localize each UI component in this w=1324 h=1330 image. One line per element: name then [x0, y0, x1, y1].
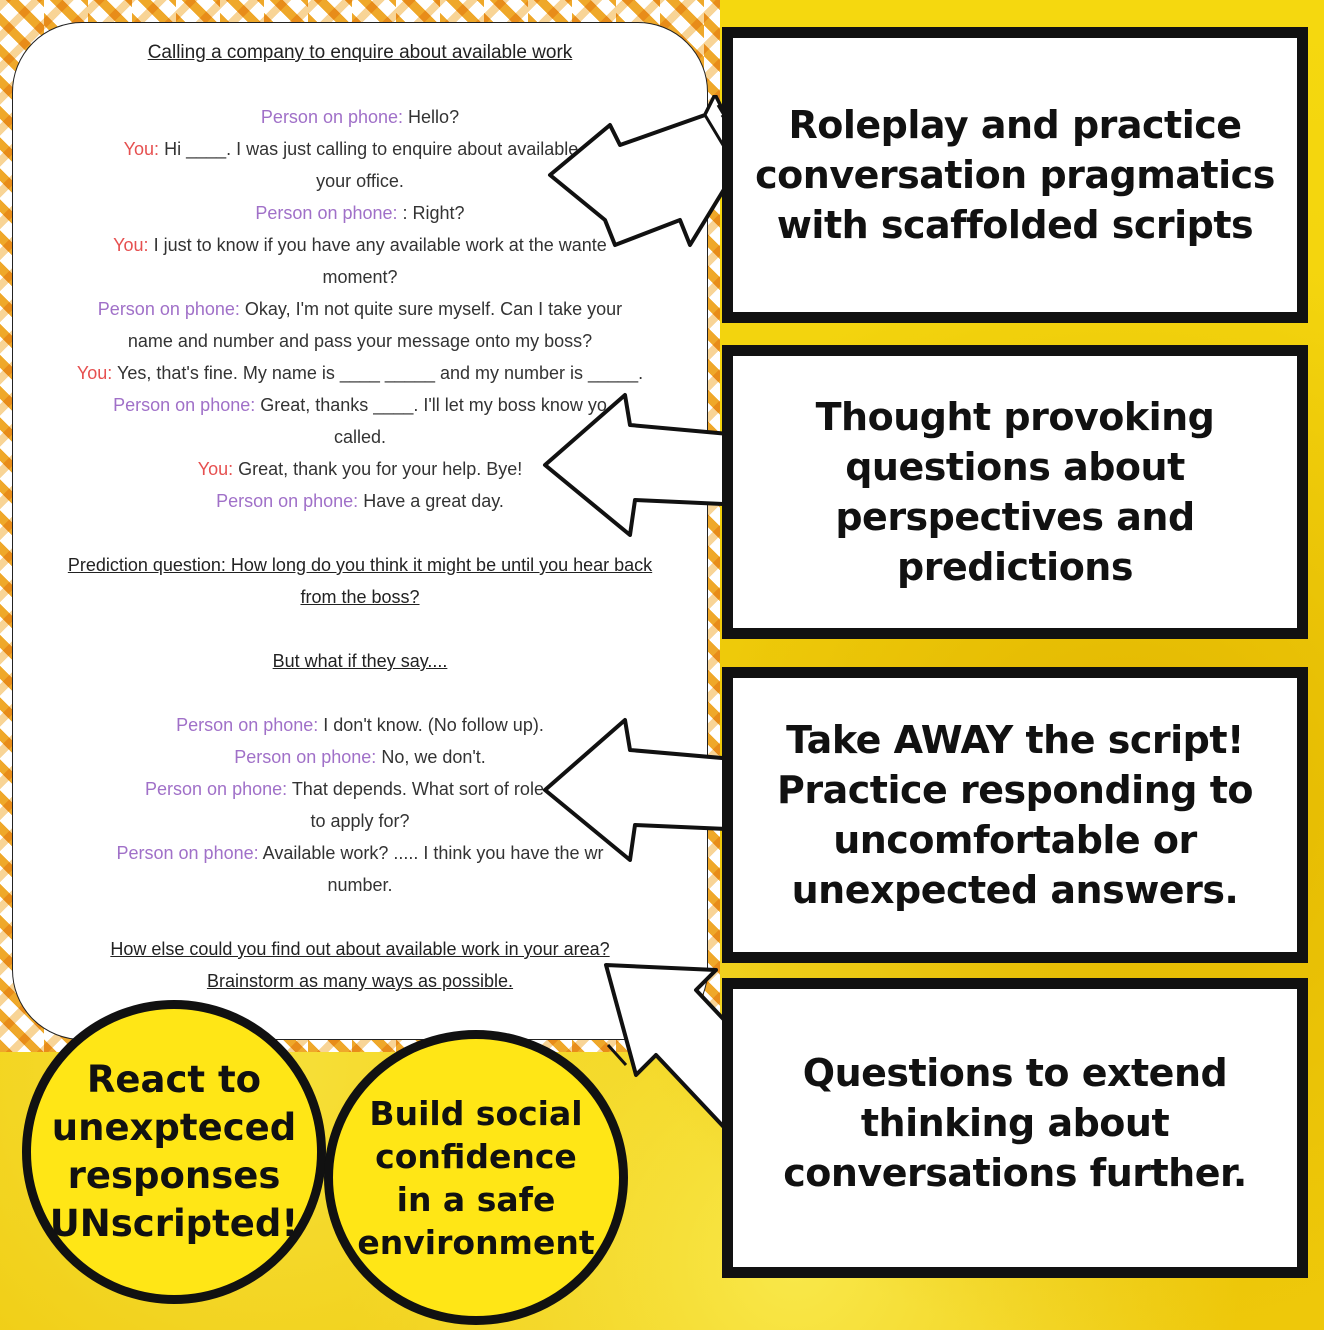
dialogue-text: Hi ____. I was just calling to enquire a…: [159, 139, 597, 159]
speaker-label: Person on phone:: [113, 395, 256, 415]
worksheet-title: Calling a company to enquire about avail…: [147, 42, 573, 63]
dialogue-text: Available work? ..... I think you have t…: [258, 843, 604, 863]
dialogue-text: I just to know if you have any available…: [148, 235, 607, 255]
circle-confidence: Build social confidence in a safe enviro…: [324, 1030, 628, 1325]
feature-text-questions: Thought provoking questions about perspe…: [815, 395, 1215, 589]
dialogue-line: Person on phone: That depends. What sort…: [49, 773, 671, 805]
dialogue-text: number.: [327, 875, 393, 895]
dialogue-text: That depends. What sort of role are: [287, 779, 575, 799]
circle-unscripted: React to unexpteced responses UNscripted…: [22, 1000, 326, 1304]
dialogue-text: Yes, that's fine. My name is ____ _____ …: [112, 363, 644, 383]
feature-text-roleplay: Roleplay and practice conversation pragm…: [755, 103, 1275, 247]
dialogue-text: called.: [333, 427, 387, 447]
dialogue-line: Person on phone: No, we don't.: [49, 741, 671, 773]
dialogue-line: Person on phone: : Right?: [49, 197, 671, 229]
what-if-heading: But what if they say....: [272, 651, 448, 671]
dialogue-text: No, we don't.: [376, 747, 486, 767]
dialogue-line: moment?: [49, 261, 671, 293]
dialogue-text: Hello?: [403, 107, 460, 127]
feature-box-questions: Thought provoking questions about perspe…: [722, 345, 1308, 639]
dialogue-line: number.: [49, 869, 671, 901]
dialogue-text: Great, thank you for your help. Bye!: [233, 459, 523, 479]
dialogue-line: Person on phone: Hello?: [49, 101, 671, 133]
speaker-label: Person on phone:: [255, 203, 398, 223]
dialogue-line: You: I just to know if you have any avai…: [49, 229, 671, 261]
dialogue-text: I don't know. (No follow up).: [318, 715, 544, 735]
speaker-label: Person on phone:: [97, 299, 240, 319]
dialogue-line: called.: [49, 421, 671, 453]
dialogue-text: to apply for?: [310, 811, 410, 831]
dialogue-line: Person on phone: Have a great day.: [49, 485, 671, 517]
feature-text-no-script: Take AWAY the script! Practice respondin…: [777, 718, 1253, 912]
closing-question: How else could you find out about availa…: [110, 939, 610, 991]
script-dialogue: Person on phone: Hello?You: Hi ____. I w…: [49, 101, 671, 517]
circle-text-unscripted: React to unexpteced responses UNscripted…: [49, 1058, 299, 1245]
speaker-label: You:: [197, 459, 234, 479]
speaker-label: Person on phone:: [176, 715, 319, 735]
dialogue-line: to apply for?: [49, 805, 671, 837]
dialogue-line: Person on phone: Great, thanks ____. I'l…: [49, 389, 671, 421]
feature-box-no-script: Take AWAY the script! Practice respondin…: [722, 667, 1308, 963]
feature-text-extend: Questions to extend thinking about conve…: [783, 1051, 1247, 1195]
dialogue-text: Okay, I'm not quite sure myself. Can I t…: [239, 299, 623, 319]
dialogue-line: Person on phone: Available work? ..... I…: [49, 837, 671, 869]
dialogue-line: You: Great, thank you for your help. Bye…: [49, 453, 671, 485]
dialogue-line: name and number and pass your message on…: [49, 325, 671, 357]
dialogue-line: Person on phone: I don't know. (No follo…: [49, 709, 671, 741]
speaker-label: Person on phone:: [234, 747, 377, 767]
dialogue-line: Person on phone: Okay, I'm not quite sur…: [49, 293, 671, 325]
dialogue-text: Great, thanks ____. I'll let my boss kno…: [255, 395, 607, 415]
speaker-label: You:: [113, 235, 149, 255]
dialogue-line: You: Hi ____. I was just calling to enqu…: [49, 133, 671, 165]
alternative-responses: Person on phone: I don't know. (No follo…: [49, 709, 671, 901]
dialogue-text: Have a great day.: [358, 491, 504, 511]
speaker-label: Person on phone:: [260, 107, 404, 127]
feature-box-extend: Questions to extend thinking about conve…: [722, 978, 1308, 1278]
dialogue-text: moment?: [322, 267, 398, 287]
dialogue-text: your office.: [316, 171, 404, 191]
speaker-label: You:: [76, 363, 113, 383]
dialogue-text: name and number and pass your message on…: [127, 331, 593, 351]
speaker-label: Person on phone:: [145, 779, 288, 799]
dialogue-line: your office.: [49, 165, 671, 197]
dialogue-text: : Right?: [397, 203, 465, 223]
prediction-question: Prediction question: How long do you thi…: [67, 555, 653, 607]
dialogue-line: You: Yes, that's fine. My name is ____ _…: [49, 357, 671, 389]
speaker-label: Person on phone:: [216, 491, 359, 511]
feature-box-roleplay: Roleplay and practice conversation pragm…: [722, 27, 1308, 323]
speaker-label: You:: [123, 139, 160, 159]
speaker-label: Person on phone:: [116, 843, 259, 863]
circle-text-confidence: Build social confidence in a safe enviro…: [357, 1093, 595, 1262]
